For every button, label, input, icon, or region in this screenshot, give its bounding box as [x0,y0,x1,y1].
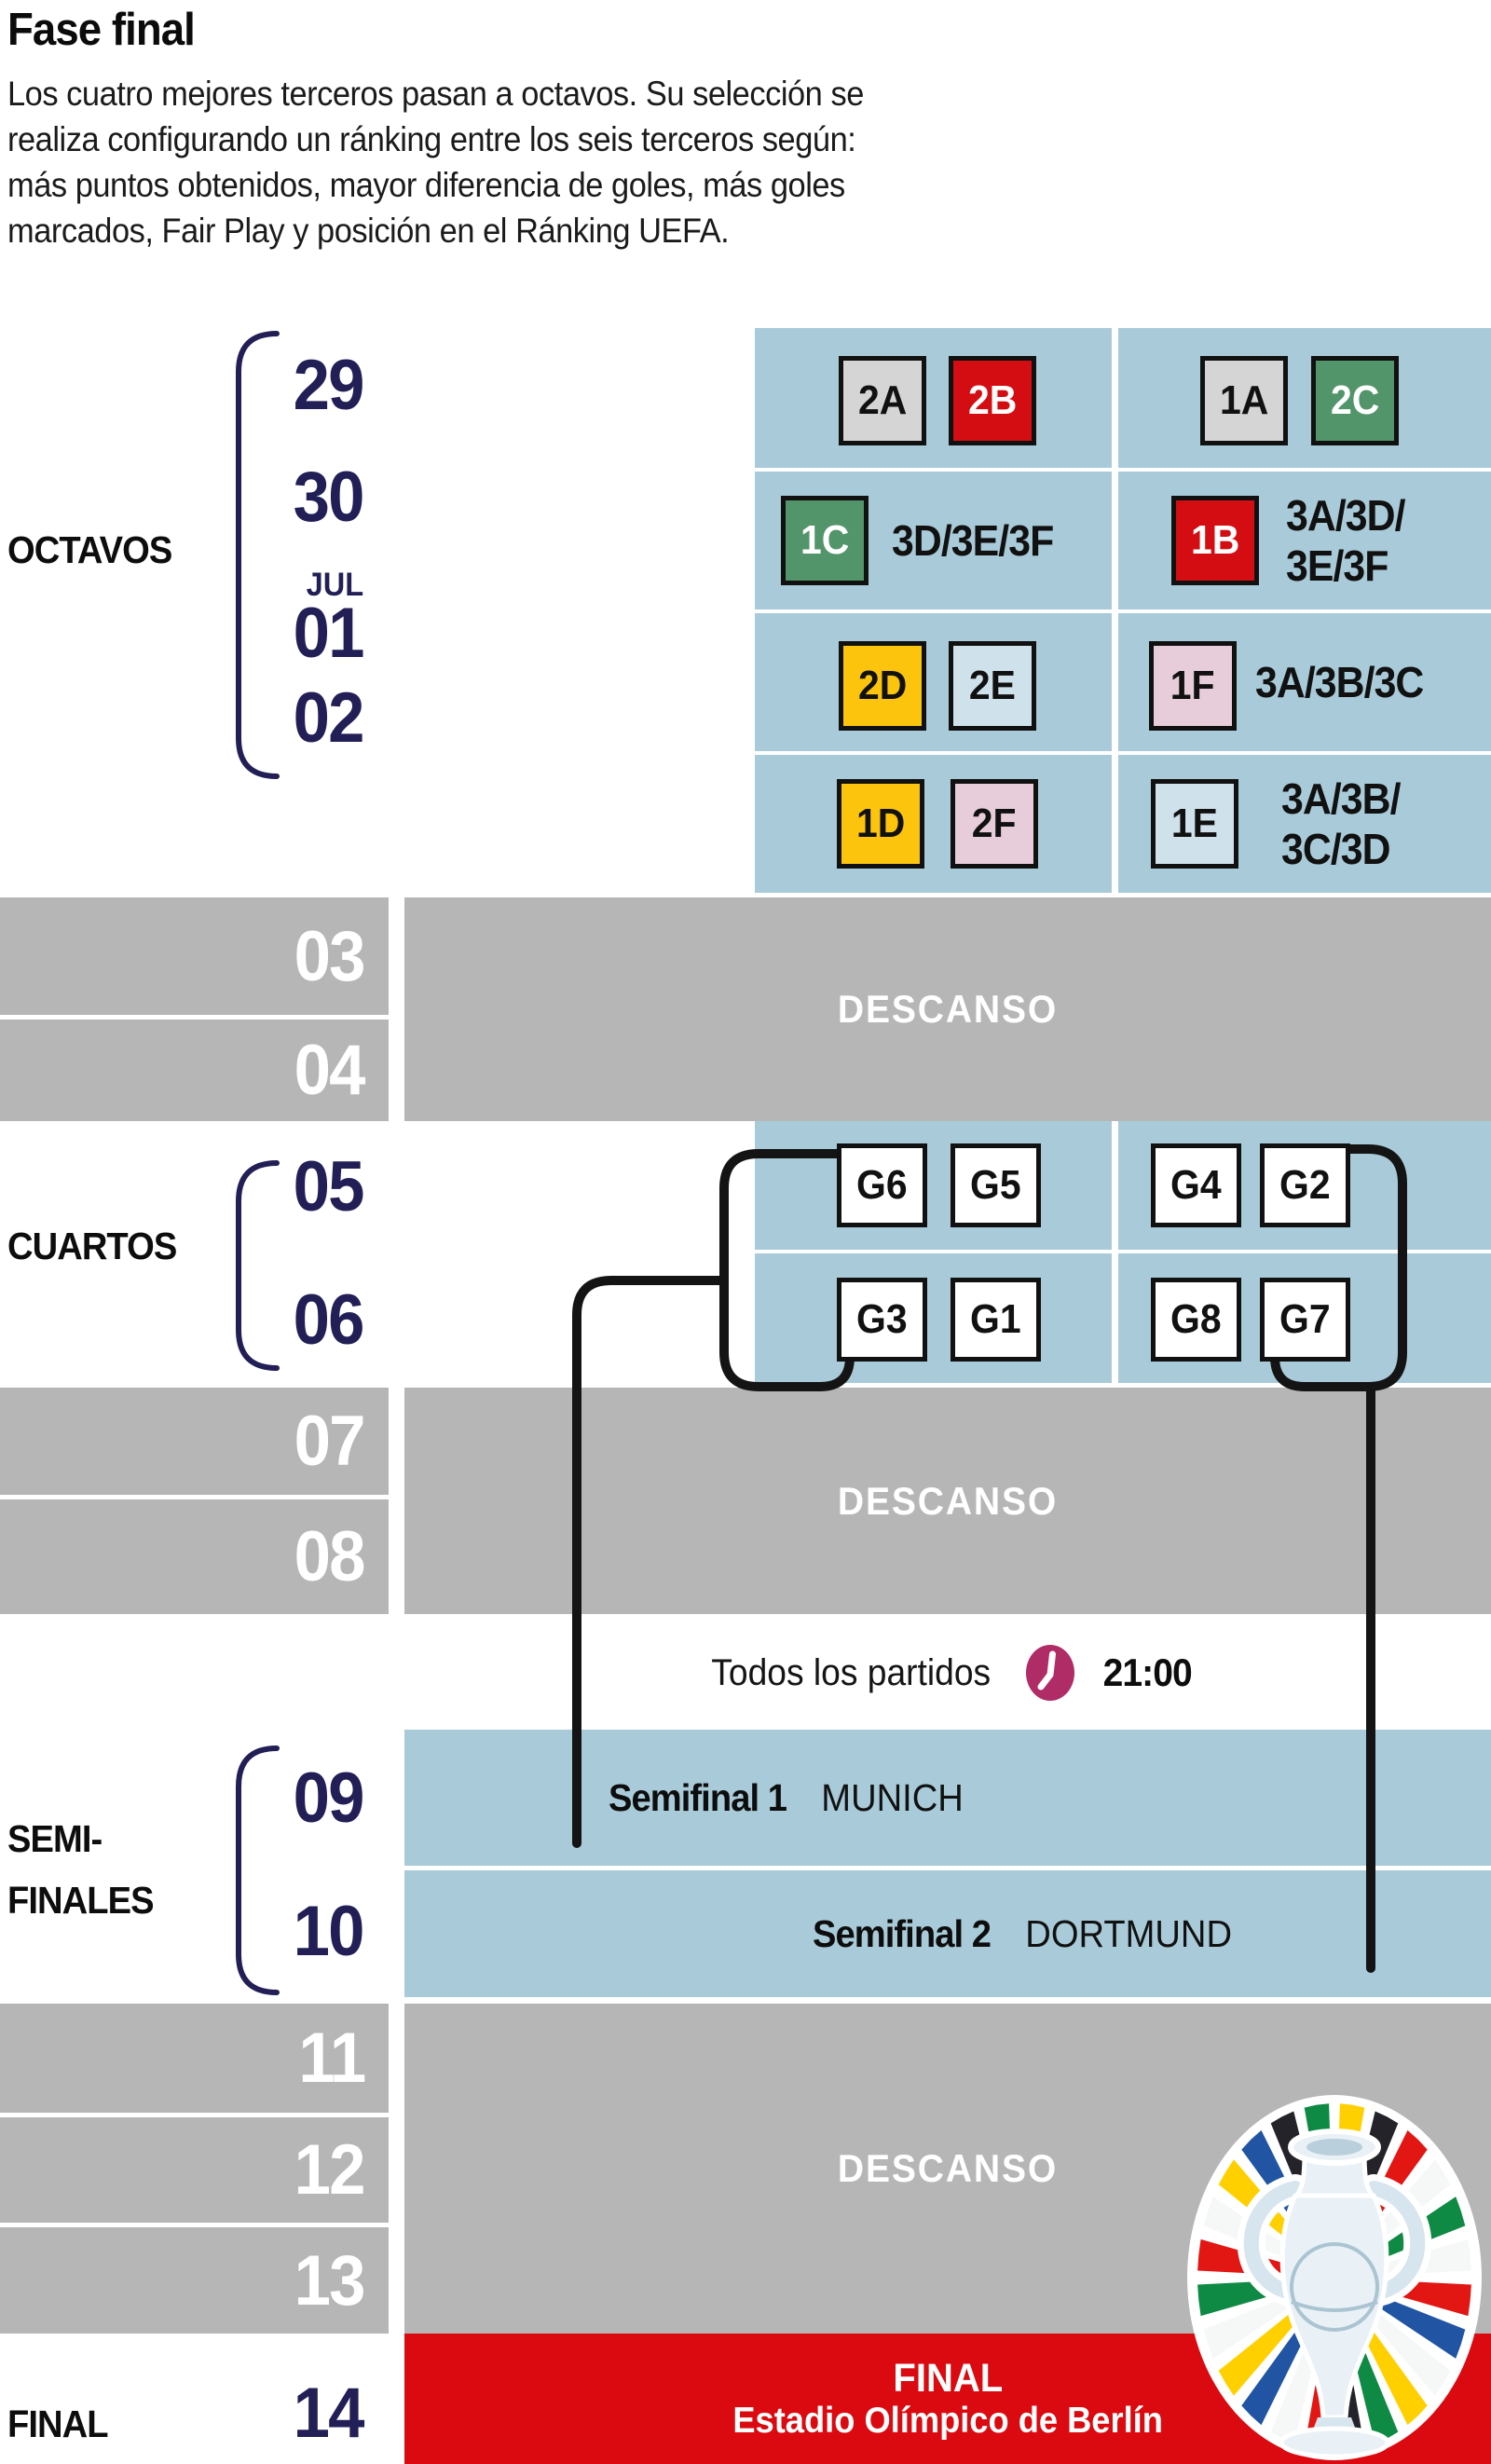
date-jul-14: 14 [294,2374,365,2453]
winner-box-g7: G7 [1260,1278,1350,1362]
stage-label-cuartos: CUARTOS [7,1225,177,1267]
team-box-1c: 1C [781,496,869,585]
semifinal-1-text: Semifinal 1 MUNICH [609,1775,964,1819]
team-box-2d: 2D [839,641,926,731]
cuartos-match-panel: G8 G7 [1118,1253,1491,1383]
clock-icon [1025,1645,1074,1701]
winner-box-g2: G2 [1260,1143,1350,1227]
cuartos-match-panel: G6 G5 [755,1121,1112,1250]
winner-box-g4: G4 [1151,1143,1241,1227]
winner-box-g1: G1 [951,1278,1041,1362]
team-box-1f: 1F [1149,641,1237,731]
trophy-icon [1237,2129,1432,2459]
date-jun-29: 29 [294,346,365,425]
team-box-2f: 2F [951,779,1038,869]
octavos-match-panel: 2D 2E [755,613,1112,751]
intro-line: marcados, Fair Play y posición en el Rán… [7,212,730,250]
match-note: 3A/3B/3C [1255,658,1424,706]
rest-day-bar-11: 11 [0,2004,389,2113]
semifinal-2-panel: Semifinal 2 DORTMUND [404,1870,1491,1997]
octavos-match-panel: 1B 3A/3D/3E/3F [1118,472,1491,609]
uefa-euro-2024-logo [1187,2095,1482,2460]
date-jul-10: 10 [294,1892,365,1971]
descanso-band-1: DESCANSO [404,897,1491,1121]
kickoff-time: 21:00 [1102,1650,1193,1694]
octavos-match-panel: 1E 3A/3B/3C/3D [1118,755,1491,893]
team-box-2b: 2B [949,356,1036,445]
team-box-2e: 2E [949,641,1036,731]
cuartos-match-panel: G3 G1 [755,1253,1112,1383]
winner-box-g3: G3 [837,1278,927,1362]
intro-line: Los cuatro mejores terceros pasan a octa… [7,75,864,113]
date-jul-06: 06 [294,1280,365,1360]
team-box-1a: 1A [1200,356,1288,445]
all-matches-label: Todos los partidos [710,1651,991,1693]
intro-line: realiza configurando un ránking entre lo… [7,120,856,158]
team-box-1d: 1D [837,779,924,869]
winner-box-g5: G5 [951,1143,1041,1227]
match-note: 3D/3E/3F [892,516,1054,565]
winner-box-g6: G6 [837,1143,927,1227]
winner-box-g8: G8 [1151,1278,1241,1362]
octavos-match-panel: 1C 3D/3E/3F [755,472,1112,609]
match-note: 3A/3D/3E/3F [1286,491,1406,590]
team-box-2a: 2A [839,356,926,445]
date-jul-05: 05 [294,1147,365,1226]
rest-day-bar-08: 08 [0,1499,389,1614]
stage-label-semifinales: SEMI- FINALES [7,1817,155,1922]
team-box-1b: 1B [1171,496,1259,585]
date-jun-30: 30 [294,458,365,537]
date-jul-02: 02 [294,678,365,758]
intro-line: más puntos obtenidos, mayor diferencia d… [7,166,845,204]
cuartos-match-panel: G4 G2 [1118,1121,1491,1250]
page-title: Fase final [7,5,196,55]
rest-day-bar-04: 04 [0,1020,389,1121]
semifinal-2-text: Semifinal 2 DORTMUND [813,1911,1233,1955]
octavos-match-panel: 1F 3A/3B/3C [1118,613,1491,751]
all-matches-time-row: Todos los partidos 21:00 [404,1636,1491,1709]
octavos-match-panel: 1A 2C [1118,328,1491,468]
team-box-1e: 1E [1151,779,1238,869]
month-jul: JUL [306,567,363,603]
rest-day-bar-03: 03 [0,897,389,1015]
octavos-match-panel: 2A 2B [755,328,1112,468]
octavos-match-panel: 1D 2F [755,755,1112,893]
descanso-band-2: DESCANSO [404,1388,1491,1614]
stage-label-octavos: OCTAVOS [7,528,172,571]
team-box-2c: 2C [1311,356,1399,445]
intro-paragraph: Los cuatro mejores terceros pasan a octa… [7,71,928,253]
date-jul-01: 01 [294,594,365,673]
rest-day-bar-12: 12 [0,2117,389,2223]
rest-day-bar-07: 07 [0,1388,389,1495]
match-note: 3A/3B/3C/3D [1281,774,1402,873]
rest-day-bar-13: 13 [0,2227,389,2334]
stage-label-final: FINAL [7,2402,109,2445]
semifinal-1-panel: Semifinal 1 MUNICH [404,1730,1491,1866]
date-jul-09: 09 [294,1759,365,1838]
